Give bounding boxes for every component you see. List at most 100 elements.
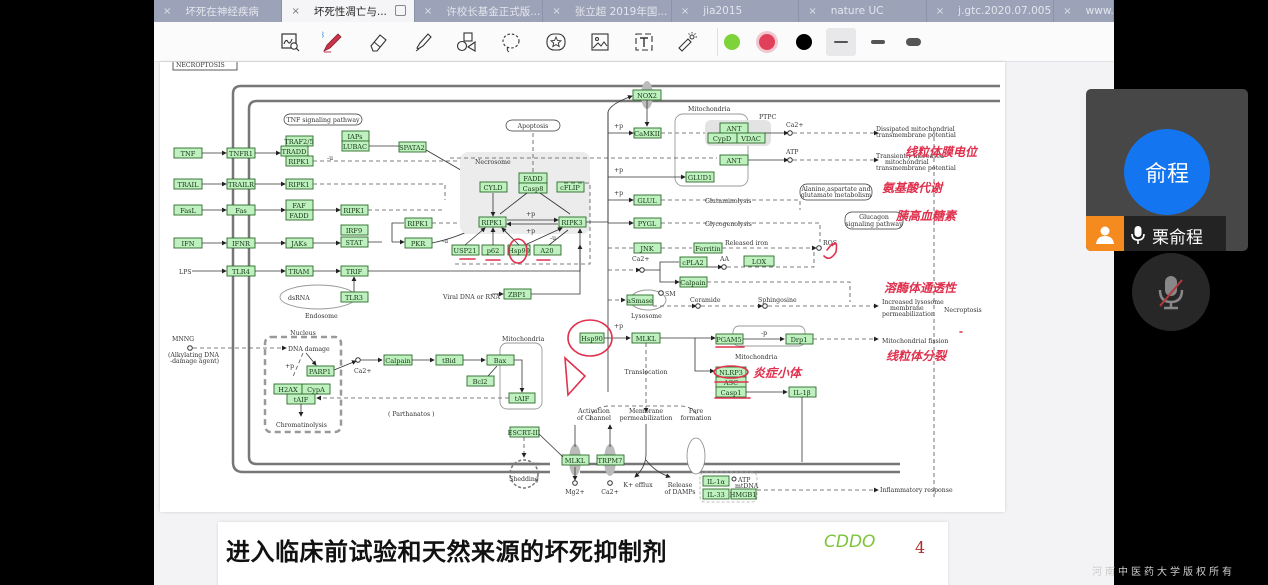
diagram-label: DNA damage: [288, 346, 330, 353]
shapes-tool[interactable]: [453, 29, 479, 55]
diagram-label: Fas: [235, 207, 247, 215]
gene-hmgb1[interactable]: [730, 488, 757, 500]
participant-video-tile[interactable]: 俞程 栗俞程: [1086, 89, 1248, 251]
tab-6[interactable]: ×j.gtc.2020.07.005: [927, 0, 1055, 22]
diagram-label: VDAC: [740, 135, 761, 143]
microphone-muted-icon: [1158, 276, 1184, 310]
stroke-thin[interactable]: [826, 28, 856, 56]
tab-0[interactable]: ×坏死在神经疾病: [154, 0, 283, 22]
gene-trpm7[interactable]: [596, 454, 625, 466]
gene-vdac[interactable]: [736, 132, 766, 144]
diagram-label: FasL: [180, 207, 196, 215]
diagram-label: 溶酶体通透性: [884, 281, 958, 295]
lasso-icon: [502, 33, 520, 53]
gene-cypa[interactable]: [301, 383, 331, 395]
text-tool[interactable]: [631, 29, 657, 55]
diagram-label: TRADD: [282, 148, 307, 156]
gene-escrt[interactable]: [509, 426, 540, 438]
diagram-label: glutamate metabolism: [801, 192, 871, 199]
diagram-label: Mg2+: [565, 489, 584, 496]
diagram-label: cPLA2: [682, 259, 703, 267]
gene-il33[interactable]: [702, 488, 730, 500]
tab-7[interactable]: ×www.nc: [1054, 0, 1114, 22]
shapes-icon: [456, 32, 476, 52]
gene-mlkl-membrane[interactable]: [561, 454, 590, 466]
close-icon[interactable]: ×: [423, 5, 433, 17]
gene-bcl2[interactable]: [466, 375, 495, 387]
tab-4[interactable]: ×jia2015: [672, 0, 800, 22]
gene-a20[interactable]: [533, 244, 562, 256]
gene-lox[interactable]: [743, 255, 775, 267]
gene-cpla2[interactable]: [679, 256, 708, 268]
close-icon[interactable]: ×: [808, 5, 817, 17]
close-icon[interactable]: ×: [935, 5, 945, 17]
pathway-apoptosis[interactable]: [505, 119, 561, 132]
gene-glud1[interactable]: [685, 171, 715, 183]
mitochondria-box-1: [674, 113, 749, 187]
diagram-label: Apoptosis: [517, 123, 549, 130]
image-tool[interactable]: [587, 29, 613, 55]
gene-cflip[interactable]: [556, 181, 585, 193]
diagram-label: ATP: [785, 149, 798, 156]
diagram-label: LOX: [752, 258, 767, 266]
diagram-label: ROS: [823, 240, 837, 247]
tab-5[interactable]: ×nature UC: [799, 0, 927, 22]
gene-cyld[interactable]: [479, 181, 508, 193]
gene-spata2[interactable]: [398, 141, 427, 153]
person-icon: [1086, 216, 1124, 251]
gene-tlr3[interactable]: [340, 291, 369, 303]
diagram-label: IAPs: [347, 133, 363, 141]
tab-2[interactable]: ×许校长基金正式版...: [415, 0, 544, 22]
diagram-label: Hsp90: [581, 335, 603, 343]
diagram-label: SPATA2: [399, 144, 425, 152]
diagram-label: +p: [526, 228, 535, 235]
split-view-icon[interactable]: [394, 5, 406, 16]
tab-3[interactable]: ×张立超 2019年国...: [543, 0, 672, 22]
color-black[interactable]: [796, 34, 812, 50]
sticker-tool[interactable]: [543, 29, 569, 55]
diagram-label: -u: [550, 235, 556, 242]
pathway-tnf-signaling[interactable]: [283, 113, 363, 126]
color-green[interactable]: [724, 34, 740, 50]
diagram-label: MLKL: [636, 335, 657, 343]
close-icon[interactable]: ×: [163, 5, 172, 17]
diagram-label: NLRP3: [719, 369, 743, 377]
close-icon[interactable]: ×: [552, 5, 561, 17]
diagram-label: +p: [614, 190, 623, 197]
close-icon[interactable]: ×: [680, 5, 690, 17]
gene-irf9[interactable]: [340, 224, 369, 236]
nucleus-box: [263, 335, 343, 434]
laser-pointer-icon: [678, 32, 697, 52]
gene-fadd-a[interactable]: [285, 209, 314, 221]
text-box-icon: [635, 33, 653, 51]
gene-il1a[interactable]: [702, 475, 730, 487]
star-sticker-icon: [546, 33, 566, 51]
diagram-label: TNF signaling pathway: [286, 117, 360, 124]
zoom-select-tool[interactable]: [277, 29, 303, 55]
color-red-selected[interactable]: [759, 34, 775, 50]
pen-tool[interactable]: ᛒ: [319, 29, 345, 55]
mute-toggle-button[interactable]: [1132, 253, 1210, 331]
pathway-alanine[interactable]: [799, 183, 873, 201]
gene-il1b[interactable]: [788, 386, 817, 398]
tab-1-active[interactable]: ×坏死性凋亡与...: [282, 0, 415, 22]
stroke-medium[interactable]: [863, 28, 893, 56]
pathway-glucagon[interactable]: [844, 211, 904, 230]
eraser-tool[interactable]: [365, 29, 391, 55]
gene-ripk1-necrosome[interactable]: [478, 216, 507, 228]
highlighter-tool[interactable]: [410, 29, 436, 55]
laser-pointer-tool[interactable]: [674, 29, 700, 55]
diagram-label: Inflammatory response: [880, 487, 953, 494]
diagram-label: Chromatinolysis: [276, 422, 327, 429]
diagram-label: Mitochondria: [502, 336, 545, 343]
gene-casp8[interactable]: [518, 182, 548, 194]
gene-parp1[interactable]: [306, 365, 335, 377]
close-icon[interactable]: ×: [1063, 5, 1072, 17]
gene-asmase[interactable]: [626, 294, 654, 306]
diagram-label: Glucagon: [859, 214, 889, 221]
document-viewer[interactable]: NECROPTOSIS TNF TRAIL FasL IFN LPS TNF: [154, 62, 1114, 585]
lasso-tool[interactable]: [498, 29, 524, 55]
close-icon[interactable]: ×: [291, 5, 300, 17]
diagram-title: NECROPTOSIS: [176, 62, 225, 69]
stroke-thick[interactable]: [898, 28, 928, 56]
